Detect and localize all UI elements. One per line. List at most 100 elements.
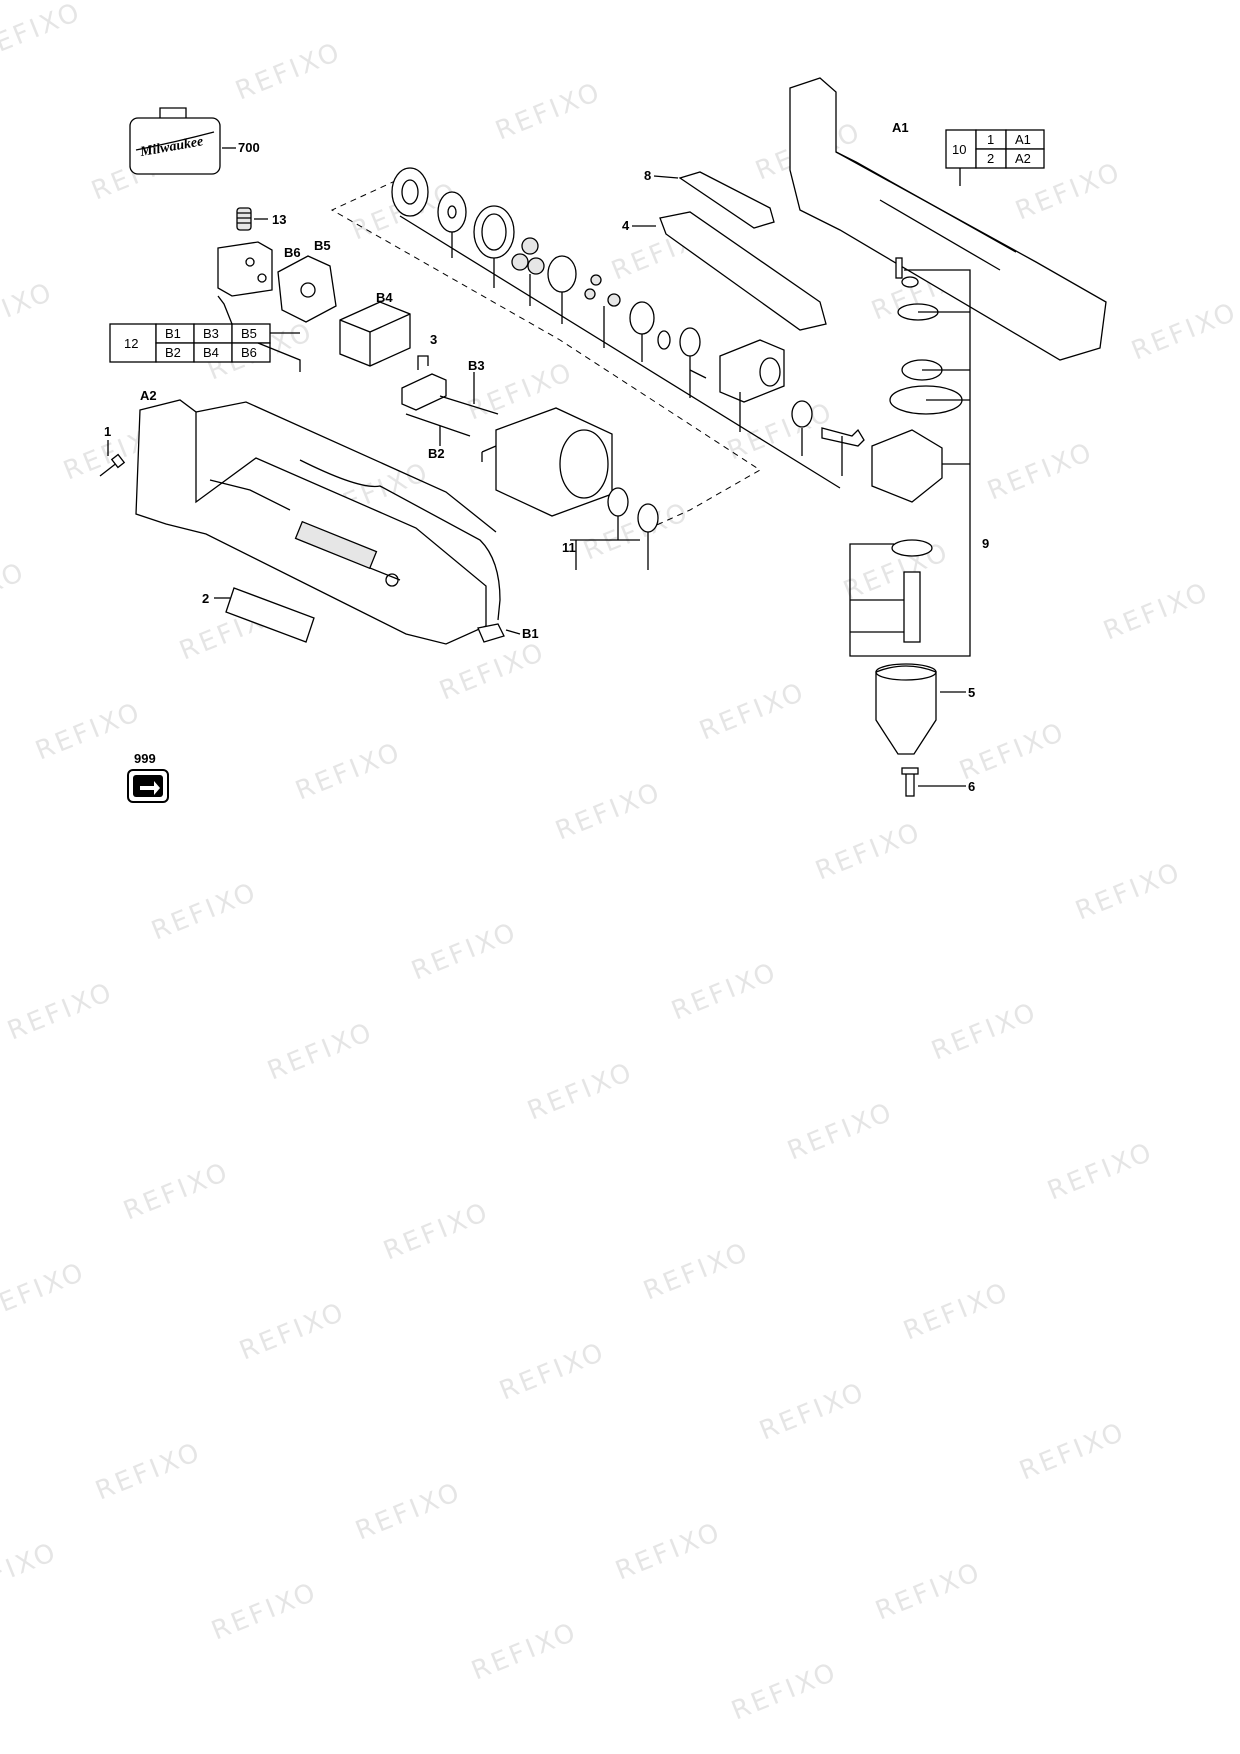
cable-part xyxy=(299,459,501,621)
watermark-text: REFIXO xyxy=(0,837,2,907)
callout-8: 8 xyxy=(644,168,651,183)
watermark-text: REFIXO xyxy=(1127,297,1240,367)
b3-wire xyxy=(439,372,499,415)
watermark-text: REFIXO xyxy=(0,0,86,66)
callout-4: 4 xyxy=(622,218,630,233)
watermark-text: REFIXO xyxy=(351,1477,466,1547)
cover-plate-part xyxy=(632,211,827,331)
table-12-cell: B5 xyxy=(241,326,257,341)
watermark-text: REFIXO xyxy=(755,1377,870,1447)
table-12-row-label: 12 xyxy=(124,336,138,351)
leader-lines xyxy=(399,215,843,489)
gear-ring-part xyxy=(391,167,429,217)
watermark-text: REFIXO xyxy=(695,677,810,747)
watermark-text: REFIXO xyxy=(899,1277,1014,1347)
watermark-text: REFIXO xyxy=(523,1057,638,1127)
b4-switch-module xyxy=(339,301,411,367)
b5-electronic-part xyxy=(277,255,337,323)
shaft-part xyxy=(821,427,865,447)
watermark-text: REFIXO xyxy=(783,1097,898,1167)
gearbox-housing-part xyxy=(719,339,785,403)
watermark-text: REFIXO xyxy=(207,1577,322,1647)
table-10-row-label: 10 xyxy=(952,142,966,157)
watermark-text: REFIXO xyxy=(147,877,262,947)
watermark-text: REFIXO xyxy=(0,277,58,347)
watermark-text: REFIXO xyxy=(639,1237,754,1307)
small-gears-part xyxy=(584,274,621,307)
parts-table-12 xyxy=(109,323,271,363)
callout-b1: B1 xyxy=(522,626,539,641)
chuck-screw-part xyxy=(901,767,966,797)
screw-part xyxy=(99,440,126,477)
pin-part xyxy=(689,369,707,379)
callout-700: 700 xyxy=(238,140,260,155)
chuck-part xyxy=(875,663,966,755)
callout-a2: A2 xyxy=(140,388,157,403)
table-10-ref: A2 xyxy=(1015,151,1031,166)
callout-9: 9 xyxy=(982,536,989,551)
watermark-text: REFIXO xyxy=(231,37,346,107)
watermark-text: REFIXO xyxy=(983,437,1098,507)
callout-3: 3 xyxy=(430,332,437,347)
a2-housing-half xyxy=(135,399,497,645)
watermark-text: REFIXO xyxy=(0,1257,90,1327)
carry-case-part: Milwaukee xyxy=(129,107,236,175)
watermark-text: REFIXO xyxy=(1071,857,1186,927)
watermark-text: REFIXO xyxy=(3,977,118,1047)
watermark-text: REFIXO xyxy=(263,1017,378,1087)
callout-b4: B4 xyxy=(376,290,393,305)
b1-cap-part xyxy=(477,623,521,643)
table-10-no: 2 xyxy=(987,151,994,166)
b6-electronic-part xyxy=(217,241,273,297)
callout-11: 11 xyxy=(562,540,576,555)
spring-part xyxy=(236,207,268,231)
callout-999: 999 xyxy=(134,751,156,766)
parts-table-10 xyxy=(945,129,1045,186)
watermark-text: REFIXO xyxy=(407,917,522,987)
watermark-text: REFIXO xyxy=(667,957,782,1027)
small-washer-part xyxy=(791,400,813,428)
watermark-text: REFIXO xyxy=(467,1617,582,1687)
watermark-text: REFIXO xyxy=(611,1517,726,1587)
sun-gear-part xyxy=(629,301,655,335)
watermark-text: REFIXO xyxy=(1099,577,1214,647)
callout-b6: B6 xyxy=(284,245,301,260)
ring-gear-part xyxy=(473,205,515,259)
watermark-text: REFIXO xyxy=(119,1157,234,1227)
watermark-text: REFIXO xyxy=(491,77,606,147)
watermark-text: REFIXO xyxy=(91,1437,206,1507)
head-leader-lines xyxy=(849,269,971,657)
b2-wire xyxy=(405,413,471,446)
watermark-text: REFIXO xyxy=(235,1297,350,1367)
callout-13: 13 xyxy=(272,212,286,227)
table-12-cell: B6 xyxy=(241,345,257,360)
callout-1: 1 xyxy=(104,424,111,439)
table-12-cell: B4 xyxy=(203,345,219,360)
watermark-text: REFIXO xyxy=(927,997,1042,1067)
table-12-cell: B2 xyxy=(165,345,181,360)
table-10-ref: A1 xyxy=(1015,132,1031,147)
washer-part xyxy=(437,191,467,233)
motor-part xyxy=(481,407,613,517)
watermark-text: REFIXO xyxy=(291,737,406,807)
carrier-part xyxy=(547,255,577,293)
planet-gears-part xyxy=(511,237,545,275)
callout-b3: B3 xyxy=(468,358,485,373)
callout-5: 5 xyxy=(968,685,975,700)
watermark-text: REFIXO xyxy=(0,557,30,627)
table-10-no: 1 xyxy=(987,132,994,147)
bearing-part xyxy=(657,327,701,357)
table-12-cell: B1 xyxy=(165,326,181,341)
callout-2: 2 xyxy=(202,591,209,606)
watermark-text: REFIXO xyxy=(727,1657,842,1727)
lever-part xyxy=(653,171,775,229)
watermark-text: REFIXO xyxy=(871,1557,986,1627)
assembly-axis xyxy=(330,175,761,529)
watermark-text: REFIXO xyxy=(579,497,694,567)
callout-b5: B5 xyxy=(314,238,331,253)
callout-a1: A1 xyxy=(892,120,909,135)
rating-label-part xyxy=(214,587,315,643)
watermark-text: REFIXO xyxy=(379,1197,494,1267)
